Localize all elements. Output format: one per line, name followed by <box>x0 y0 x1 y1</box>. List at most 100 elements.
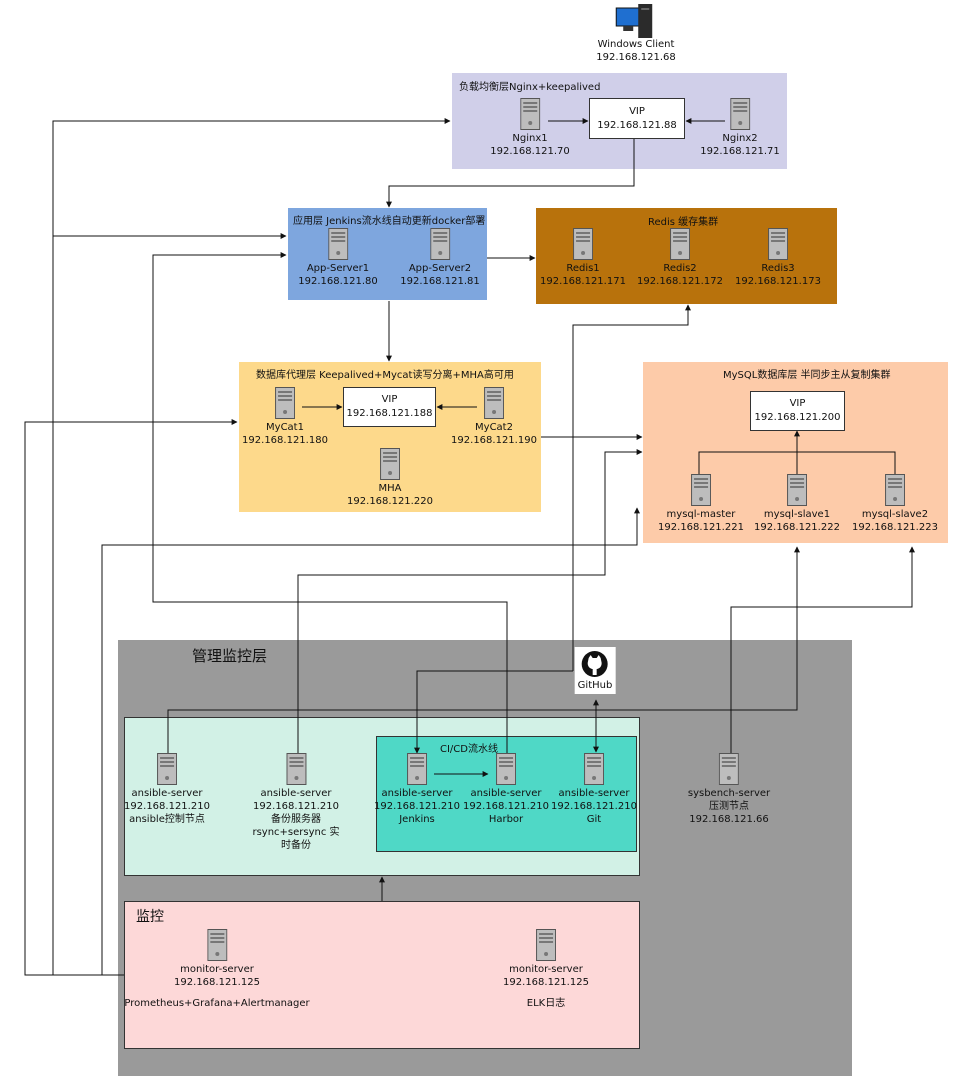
app-server1-name: App-Server1 <box>306 263 370 274</box>
nginx1-name: Nginx1 <box>512 133 548 144</box>
prom-name: monitor-server <box>180 964 254 975</box>
server-icon <box>767 228 788 260</box>
backup-server: ansible-server 192.168.121.210 备份服务器 rsy… <box>252 753 340 852</box>
server-icon <box>483 387 504 419</box>
client-ip: 192.168.121.68 <box>596 52 676 63</box>
redis3-name: Redis3 <box>761 263 795 274</box>
prom-ip: 192.168.121.125 <box>174 977 260 988</box>
prometheus-server: monitor-server 192.168.121.125 Prometheu… <box>124 929 310 1010</box>
backup-ip: 192.168.121.210 <box>253 801 339 812</box>
mysql-master-name: mysql-master <box>666 509 736 520</box>
git-ip: 192.168.121.210 <box>551 801 637 812</box>
app-server1-ip: 192.168.121.80 <box>298 276 378 287</box>
server-icon <box>669 228 690 260</box>
nginx2-server: Nginx2 192.168.121.71 <box>700 98 780 158</box>
redis2-name: Redis2 <box>663 263 697 274</box>
redis-title: Redis 缓存集群 <box>648 217 719 228</box>
mycat2-ip: 192.168.121.190 <box>451 435 537 446</box>
mysql-slave2-name: mysql-slave2 <box>861 509 929 520</box>
backup-role-detail2: 时备份 <box>280 840 311 851</box>
mha-name: MHA <box>378 483 402 494</box>
redis1-name: Redis1 <box>566 263 600 274</box>
server-icon <box>285 753 306 785</box>
ansible-name: ansible-server <box>131 788 203 799</box>
server-icon <box>884 474 905 506</box>
git-name: ansible-server <box>558 788 630 799</box>
server-icon <box>786 474 807 506</box>
nginx2-ip: 192.168.121.71 <box>700 146 780 157</box>
jenkins-role: Jenkins <box>399 814 435 825</box>
git-server: ansible-server 192.168.121.210 Git <box>551 753 637 826</box>
server-icon <box>719 753 739 785</box>
server-icon <box>206 929 227 961</box>
mysql-vip-label: VIP <box>789 398 806 409</box>
mysql-slave1-name: mysql-slave1 <box>763 509 831 520</box>
backup-role: 备份服务器 <box>270 814 321 825</box>
ansible-role: ansible控制节点 <box>129 814 205 825</box>
github-label: GitHub <box>577 680 613 691</box>
server-icon <box>572 228 593 260</box>
redis1-ip: 192.168.121.171 <box>540 276 626 287</box>
mysql-slave1-server: mysql-slave1 192.168.121.222 <box>754 474 840 534</box>
sysbench-ip: 192.168.121.66 <box>689 814 769 825</box>
mha-ip: 192.168.121.220 <box>347 496 433 507</box>
server-icon <box>406 753 427 785</box>
proxy-vip-ip: 192.168.121.188 <box>346 408 433 419</box>
mycat1-ip: 192.168.121.180 <box>242 435 328 446</box>
app-server1: App-Server1 192.168.121.80 <box>298 228 378 288</box>
cicd-title: CI/CD流水线 <box>440 744 498 755</box>
mha-server: MHA 192.168.121.220 <box>347 448 433 508</box>
lb-vip: VIP 192.168.121.88 <box>589 98 685 139</box>
harbor-ip: 192.168.121.210 <box>463 801 549 812</box>
mysql-master-server: mysql-master 192.168.121.221 <box>658 474 744 534</box>
prom-role: Prometheus+Grafana+Alertmanager <box>124 998 310 1009</box>
server-icon <box>274 387 295 419</box>
mycat2-server: MyCat2 192.168.121.190 <box>451 387 537 447</box>
server-icon <box>430 228 450 260</box>
github-node: GitHub <box>574 647 616 694</box>
nginx1-server: Nginx1 192.168.121.70 <box>490 98 570 158</box>
sysbench-role: 压测节点 <box>709 801 749 812</box>
proxy-vip: VIP 192.168.121.188 <box>343 387 436 427</box>
monitor-zone <box>124 901 640 1049</box>
redis2-ip: 192.168.121.172 <box>637 276 723 287</box>
jenkins-ip: 192.168.121.210 <box>374 801 460 812</box>
lb-title: 负载均衡层Nginx+keepalived <box>459 82 601 93</box>
mysql-vip: VIP 192.168.121.200 <box>750 391 845 431</box>
harbor-server: ansible-server 192.168.121.210 Harbor <box>463 753 549 826</box>
mycat2-name: MyCat2 <box>475 422 513 433</box>
redis2-server: Redis2 192.168.121.172 <box>637 228 723 288</box>
proxy-title: 数据库代理层 Keepalived+Mycat读写分离+MHA高可用 <box>256 370 514 381</box>
app-server2-ip: 192.168.121.81 <box>400 276 480 287</box>
mysql-master-ip: 192.168.121.221 <box>658 522 744 533</box>
mysql-vip-ip: 192.168.121.200 <box>754 412 841 423</box>
mysql-slave1-ip: 192.168.121.222 <box>754 522 840 533</box>
server-icon <box>730 98 750 130</box>
server-icon <box>328 228 348 260</box>
jenkins-name: ansible-server <box>381 788 453 799</box>
monitor-title: 监控 <box>136 909 164 925</box>
redis3-ip: 192.168.121.173 <box>735 276 821 287</box>
lb-vip-label: VIP <box>629 105 645 117</box>
elk-name: monitor-server <box>509 964 583 975</box>
nginx1-ip: 192.168.121.70 <box>490 146 570 157</box>
windows-client: Windows Client 192.168.121.68 <box>596 4 676 64</box>
mysql-title: MySQL数据库层 半同步主从复制集群 <box>723 370 891 381</box>
server-icon <box>690 474 711 506</box>
redis3-server: Redis3 192.168.121.173 <box>735 228 821 288</box>
server-icon <box>495 753 516 785</box>
backup-role-detail: rsync+sersync 实 <box>252 827 340 838</box>
git-role: Git <box>586 814 602 825</box>
server-icon <box>156 753 177 785</box>
mycat1-name: MyCat1 <box>266 422 304 433</box>
mysql-slave2-server: mysql-slave2 192.168.121.223 <box>852 474 938 534</box>
github-icon <box>582 651 608 677</box>
backup-name: ansible-server <box>260 788 332 799</box>
lb-vip-ip: 192.168.121.88 <box>597 119 677 131</box>
windows-client-icon <box>615 4 652 38</box>
nginx2-name: Nginx2 <box>722 133 758 144</box>
app-server2-name: App-Server2 <box>408 263 472 274</box>
ansible-control-server: ansible-server 192.168.121.210 ansible控制… <box>124 753 210 826</box>
server-icon <box>583 753 604 785</box>
